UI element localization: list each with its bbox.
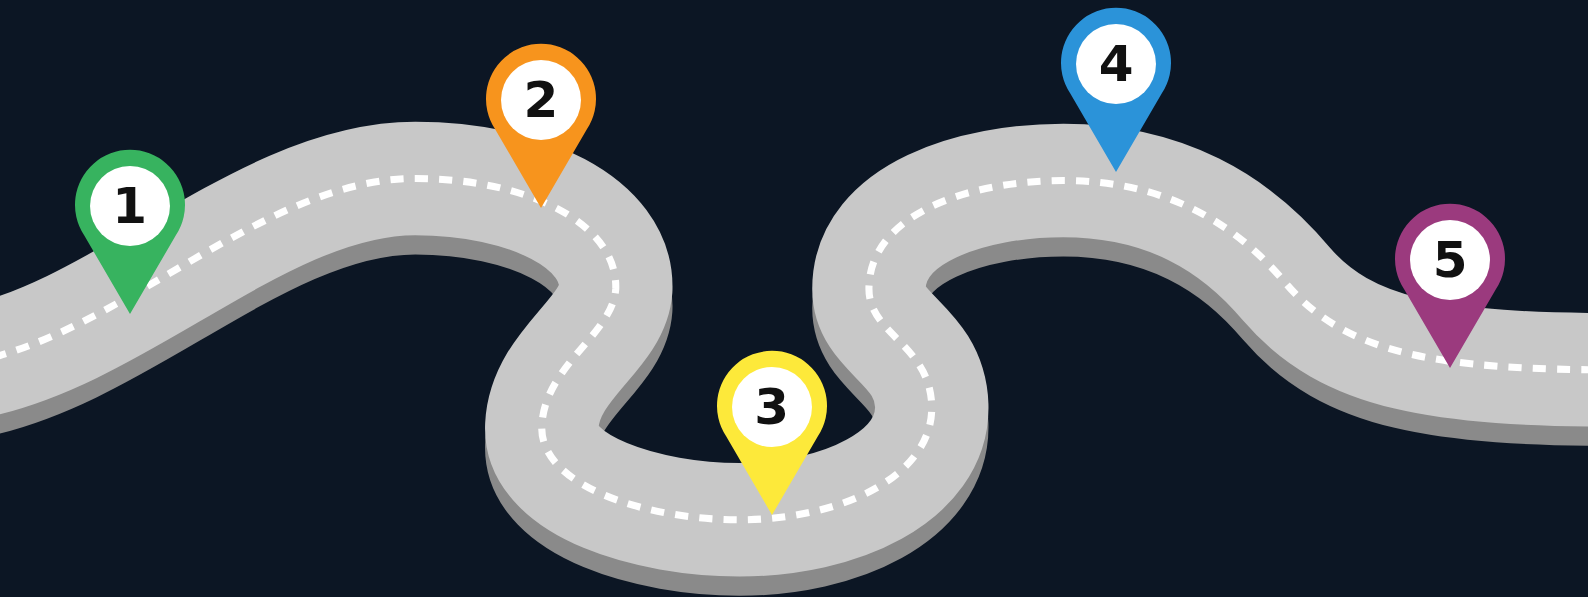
callout-number: 3	[716, 351, 828, 463]
road-surface	[0, 178, 1588, 519]
callout-number: 2	[485, 44, 597, 156]
pin-body	[1395, 204, 1505, 368]
map-pin: 5	[1394, 204, 1506, 370]
callout-number: 4	[1060, 8, 1172, 120]
map-pin: 1	[74, 150, 186, 316]
pin-body	[717, 351, 827, 515]
callout-number: 5	[1394, 204, 1506, 316]
road-center-line	[0, 178, 1588, 519]
map-pin: 4	[1060, 8, 1172, 174]
callout-number: 1	[74, 150, 186, 262]
map-pin: 3	[716, 351, 828, 517]
pin-body	[75, 149, 185, 313]
pin-body	[486, 44, 596, 208]
map-pin: 2	[485, 44, 597, 210]
pin-body	[1061, 8, 1171, 172]
